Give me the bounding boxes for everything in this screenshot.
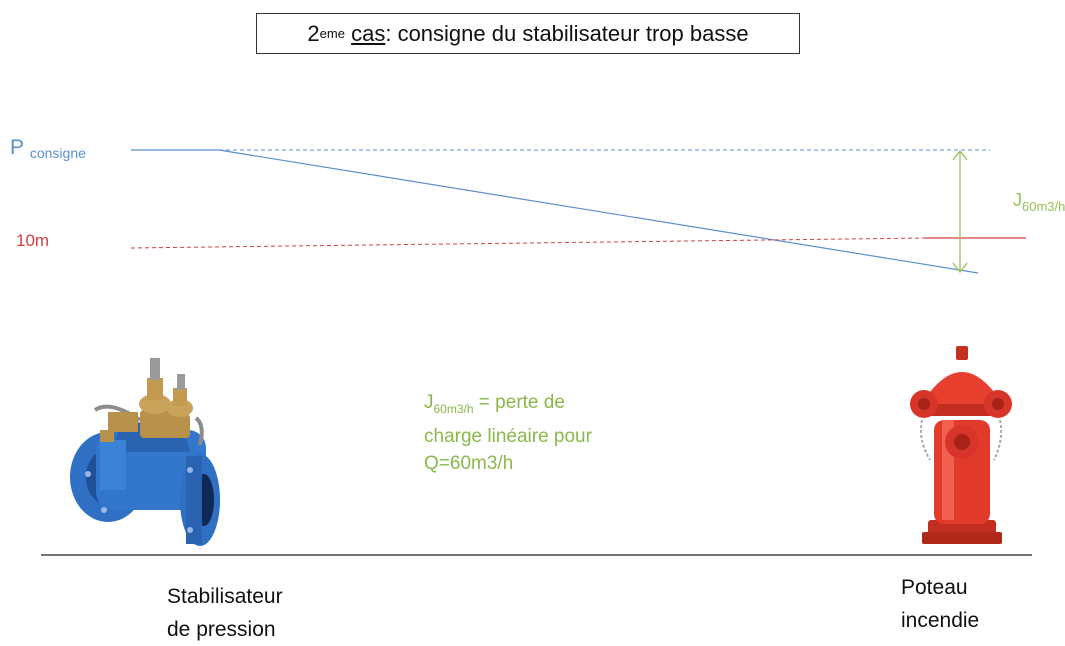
title-rest: : consigne du stabilisateur trop basse [385,20,749,46]
head-loss-main: J [1013,190,1022,210]
head-loss-label: J60m3/h [1013,190,1065,214]
hydrant-caption-line-2: incendie [901,609,980,632]
threshold-dashed-line [130,237,926,249]
p-consigne-sub: consigne [29,145,86,161]
fire-hydrant-image [910,346,1012,544]
title-case-word: cas [351,20,386,46]
hydrant-caption-line-1: Poteau [901,576,968,599]
head-loss-sub: 60m3/h [1022,199,1065,214]
description-line-2: charge linéaire pour [424,426,592,447]
valve-caption-line-2: de pression [167,618,276,641]
title-prefix: 2 [307,20,320,46]
head-loss-description: J60m3/h = perte de charge linéaire pour … [424,389,684,477]
valve-caption: Stabilisateur de pression [167,580,283,646]
valve-caption-line-1: Stabilisateur [167,585,283,608]
pressure-drop-line [218,149,979,274]
description-line-1: J60m3/h = perte de [424,389,684,423]
p-consigne-main: P [10,136,25,159]
description-j-main: J [424,392,434,413]
description-line-3: Q=60m3/h [424,453,514,474]
hydrant-caption: Poteau incendie [901,571,979,637]
description-line-1-rest: = perte de [473,392,565,413]
description-j-sub: 60m3/h [433,402,474,416]
p-consigne-label: P consigne [10,136,86,161]
head-loss-arrow [952,149,968,274]
ten-m-label: 10m [16,231,50,250]
pressure-valve-image [70,358,220,546]
title-superscript: eme [319,26,345,41]
